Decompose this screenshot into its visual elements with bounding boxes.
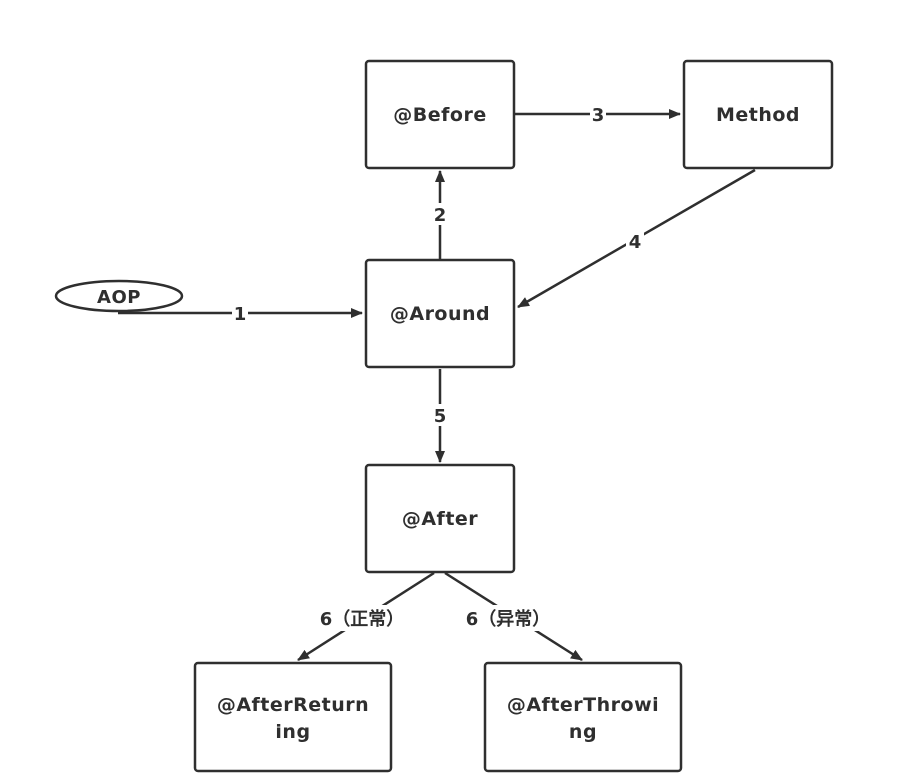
edge-after-to-afterreturning: 6（正常） (297, 571, 435, 662)
node-after-returning: @AfterReturn ing (193, 661, 393, 773)
edge-after-to-afterthrowing: 6（异常） (444, 571, 583, 662)
node-method: Method (682, 59, 834, 170)
edge-5-label-bg (431, 404, 449, 426)
edge-6-exception-label: 6（异常） (466, 608, 551, 630)
node-after: @After (364, 463, 516, 574)
node-before: @Before (364, 59, 516, 170)
edge-method-to-around: 4 (517, 168, 756, 309)
node-after-throwing-box (483, 661, 683, 773)
edge-2-label: 2 (434, 205, 447, 226)
node-method-label: Method (716, 104, 800, 126)
node-around-label: @Around (390, 303, 490, 325)
node-aop-shape (54, 279, 184, 313)
edge-6-exception-label-bg (458, 605, 558, 631)
edge-before-to-method: 3 (514, 103, 681, 126)
node-after-returning-label-line2: ing (275, 721, 310, 743)
node-aop: AOP (54, 279, 184, 313)
edge-4-label-bg (626, 230, 644, 252)
edge-6-normal-label-bg (312, 605, 412, 631)
node-method-box (682, 59, 834, 170)
node-after-box (364, 463, 516, 574)
node-after-label: @After (402, 508, 478, 530)
node-after-throwing-label-line2: ng (569, 721, 597, 743)
node-before-box (364, 59, 516, 170)
node-after-throwing-label-line1: @AfterThrowi (507, 694, 659, 716)
edge-aop-to-around: 1 (118, 302, 363, 325)
node-before-label: @Before (393, 104, 486, 126)
edge-3-label-bg (590, 103, 606, 125)
edge-around-to-after: 5 (431, 369, 449, 463)
node-aop-label: AOP (97, 287, 141, 308)
edge-around-to-before: 2 (431, 170, 449, 260)
edge-5-label: 5 (434, 406, 447, 427)
edge-2-label-bg (431, 203, 449, 225)
edge-3-label: 3 (592, 105, 605, 126)
edge-4-label: 4 (629, 232, 642, 253)
edge-1-label-bg (232, 302, 248, 324)
node-after-throwing: @AfterThrowi ng (483, 661, 683, 773)
node-after-returning-label-line1: @AfterReturn (217, 694, 369, 716)
node-after-returning-box (193, 661, 393, 773)
node-around: @Around (364, 258, 516, 369)
edge-6-normal-label: 6（正常） (320, 608, 405, 630)
node-around-box (364, 258, 516, 369)
edge-1-label: 1 (234, 304, 247, 325)
